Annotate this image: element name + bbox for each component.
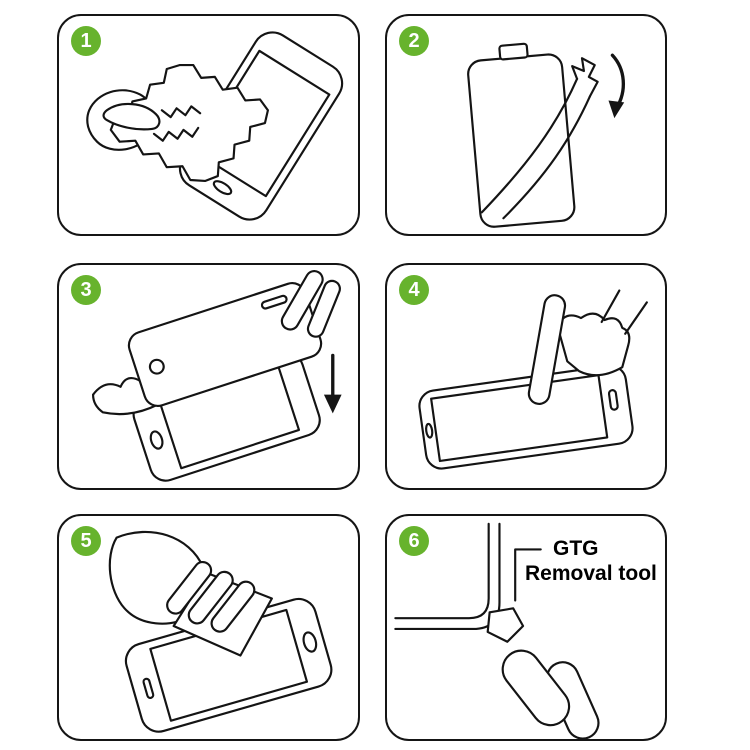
peel-backing-film-icon [467, 42, 625, 228]
screen-corner-outer [394, 522, 490, 620]
removal-tool-label-line2: Removal tool [525, 562, 657, 586]
down-arrow-head-icon [323, 394, 342, 414]
index-finger [527, 294, 567, 405]
step-number-badge: 2 [399, 26, 429, 56]
phone [418, 364, 634, 470]
squeegee-out-bubbles-icon [108, 530, 333, 733]
wipe-phone-with-cloth-icon [86, 31, 344, 221]
step-panel-3: 3 [57, 263, 360, 490]
holding-fingers [280, 270, 341, 338]
removal-tool-label-line1: GTG [553, 537, 599, 560]
wrist-line-1 [600, 289, 621, 324]
thumb [102, 103, 161, 131]
press-screen-center-icon [418, 289, 648, 470]
removal-tool [486, 607, 525, 643]
step-panel-2: 2 [385, 14, 667, 236]
removal-tool-label: GTG Removal tool [525, 536, 657, 586]
pointer-line [514, 548, 542, 602]
step-number-badge: 6 [399, 526, 429, 556]
film-curl-tip [571, 57, 599, 98]
step-panel-5: 5 [57, 514, 360, 741]
curled-fingers [556, 312, 631, 377]
align-protector-over-phone-icon [91, 270, 342, 482]
step-number-badge: 4 [399, 275, 429, 305]
step-number-badge: 1 [71, 26, 101, 56]
step-number-badge: 3 [71, 275, 101, 305]
arrow-head-icon [608, 100, 625, 119]
step-number-badge: 5 [71, 526, 101, 556]
step-panel-4: 4 [385, 263, 667, 490]
corner-removal-tool-icon [394, 522, 600, 739]
thumb [501, 649, 571, 727]
film-edge-1 [480, 77, 579, 214]
step-panel-1: 1 [57, 14, 360, 236]
arrow-curve [610, 53, 625, 110]
holding-fingers [166, 560, 256, 633]
film-edge-2 [502, 95, 591, 220]
wrist-line-2 [624, 301, 648, 335]
cloth-texture [152, 105, 202, 142]
step-panel-6: 6 GTG Removal tool [385, 514, 667, 741]
